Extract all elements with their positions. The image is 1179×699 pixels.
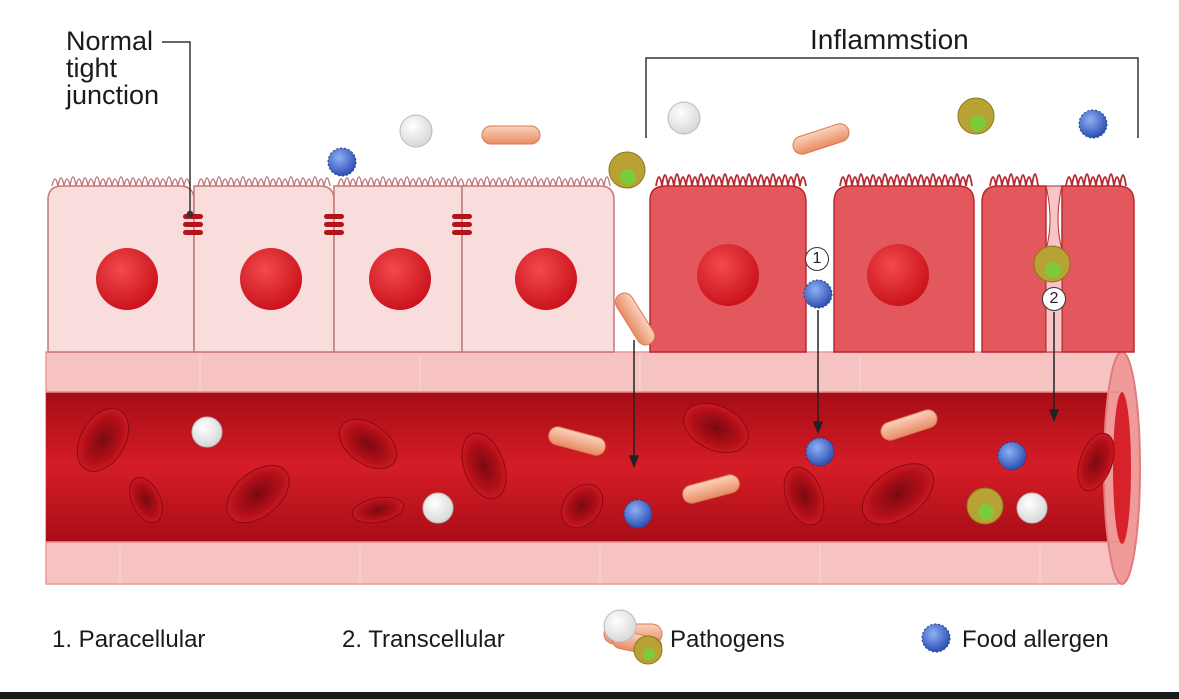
normal-cell <box>461 185 615 353</box>
inflamed-cell <box>833 185 975 353</box>
normal-tight-junction-label: Normal tight junction <box>66 28 196 109</box>
bacterium <box>548 426 606 456</box>
encapsulated-pathogens <box>608 97 1071 525</box>
red-blood-cell <box>129 476 163 524</box>
legend-paracellular: 1. Paracellular <box>52 626 206 653</box>
normal-epithelium <box>47 176 615 353</box>
label-line: tight <box>66 53 118 83</box>
microvilli <box>51 176 611 187</box>
food-allergen <box>1078 109 1108 139</box>
red-blood-cells <box>76 402 1115 529</box>
pathogen <box>608 151 646 189</box>
nucleus <box>96 248 158 310</box>
transcellular-marker: 2 <box>1042 287 1066 311</box>
white-particle <box>667 101 701 135</box>
food-allergen <box>803 279 833 309</box>
red-blood-cell <box>560 483 604 529</box>
white-particle <box>1016 492 1048 524</box>
normal-cell <box>47 185 195 353</box>
inflamed-cell <box>649 185 807 353</box>
inflamed-epithelium <box>649 173 1135 353</box>
white-particle <box>399 114 433 148</box>
paracellular-marker: 1 <box>805 247 829 271</box>
nucleus <box>369 248 431 310</box>
food-allergen <box>805 437 835 467</box>
pathogen <box>957 97 995 135</box>
inflammation-label: Inflammstion <box>810 24 969 55</box>
blood-vessel <box>45 351 1141 585</box>
nucleus <box>240 248 302 310</box>
bacterium <box>481 125 541 145</box>
normal-cell <box>193 185 335 353</box>
red-blood-cell <box>338 418 398 470</box>
red-blood-cell <box>861 463 935 525</box>
white-particles <box>191 101 1048 524</box>
legend-food-allergen: Food allergen <box>962 626 1109 653</box>
bottom-border <box>0 692 1179 699</box>
pathogen <box>1033 245 1071 283</box>
bacterium <box>614 292 656 346</box>
label-line: junction <box>66 80 160 110</box>
food-allergen <box>997 441 1027 471</box>
red-blood-cell <box>683 402 749 454</box>
red-blood-cell <box>76 408 130 472</box>
nucleus <box>515 248 577 310</box>
callout-lines <box>162 41 1139 218</box>
pathogen <box>966 487 1004 525</box>
transport-arrows <box>628 310 1060 469</box>
nucleus <box>867 244 929 306</box>
red-blood-cell <box>461 432 507 500</box>
label-line: Normal <box>66 26 154 56</box>
food-allergen <box>623 499 653 529</box>
red-blood-cell <box>783 466 825 526</box>
nucleus <box>697 244 759 306</box>
legend-food-allergen-icon <box>921 623 951 653</box>
bacterium <box>792 123 850 155</box>
food-allergen <box>327 147 357 177</box>
bacteria <box>481 123 938 504</box>
legend-pathogens-icon <box>603 609 663 665</box>
red-blood-cell <box>226 464 290 524</box>
legend-transcellular: 2. Transcellular <box>342 626 505 653</box>
white-particle <box>191 416 223 448</box>
inflamed-microvilli <box>655 173 1127 187</box>
food-allergens <box>327 109 1108 529</box>
red-blood-cell <box>1077 432 1115 492</box>
red-blood-cell <box>351 496 405 524</box>
legend-pathogens: Pathogens <box>670 626 785 653</box>
normal-cell <box>333 185 463 353</box>
inflamed-cell-split <box>981 185 1135 353</box>
bacterium <box>682 474 740 504</box>
inflammation-bracket <box>645 57 1139 138</box>
bacterium <box>880 409 938 441</box>
white-particle <box>422 492 454 524</box>
